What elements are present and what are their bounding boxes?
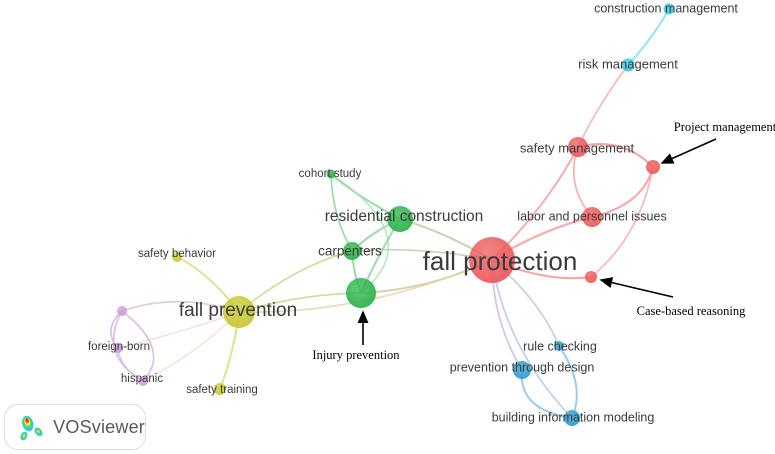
annotation-text-injury-prevention: Injury prevention — [312, 348, 400, 362]
vosviewer-logo-text: VOSviewer — [53, 416, 145, 437]
node-unlabeled-purple-node[interactable] — [117, 306, 127, 316]
label-risk-management: risk management — [578, 56, 678, 71]
node-residential-construction[interactable] — [387, 206, 413, 232]
vosviewer-logo-icon — [20, 415, 43, 441]
annotation-text-case-based-reasoning: Case-based reasoning — [637, 304, 746, 318]
label-hispanic: hispanic — [121, 373, 163, 385]
node-labor-and-personnel-issues[interactable] — [582, 207, 602, 227]
edge-33 — [121, 310, 155, 382]
node-prevention-through-design[interactable] — [513, 361, 531, 379]
label-rule-checking: rule checking — [523, 339, 597, 353]
node-case-based-reasoning-node[interactable] — [585, 271, 597, 283]
node-safety-behavior[interactable] — [172, 252, 182, 262]
label-residential-construction: residential construction — [325, 208, 484, 225]
node-injury-prevention-node[interactable] — [346, 278, 376, 308]
label-fall-prevention: fall prevention — [179, 300, 297, 321]
label-labor-and-personnel-issues: labor and personnel issues — [517, 209, 666, 223]
node-safety-training[interactable] — [214, 383, 226, 395]
vosviewer-logo: VOSviewer — [4, 404, 146, 450]
edge-4 — [572, 146, 593, 218]
node-building-information-modeling[interactable] — [564, 410, 580, 426]
node-foreign-born[interactable] — [113, 343, 123, 353]
label-building-information-modeling: building information modeling — [492, 410, 655, 424]
label-safety-behavior: safety behavior — [138, 248, 216, 260]
node-cohort-study[interactable] — [326, 169, 336, 179]
label-carpenters: carpenters — [318, 244, 382, 259]
node-project-management-node[interactable] — [646, 160, 660, 174]
node-safety-management[interactable] — [568, 137, 588, 157]
label-safety-management: safety management — [520, 140, 635, 155]
edge-0 — [627, 8, 670, 66]
edge-16 — [330, 173, 390, 294]
edge-30 — [142, 311, 240, 382]
node-rule-checking[interactable] — [554, 341, 564, 351]
edge-3 — [591, 166, 654, 218]
label-cohort-study: cohort study — [299, 168, 362, 180]
label-construction-management: construction management — [594, 1, 738, 15]
label-foreign-born: foreign-born — [88, 341, 150, 353]
node-fall-protection[interactable] — [469, 237, 515, 283]
label-prevention-through-design: prevention through design — [450, 360, 595, 374]
annotation-arrow-case-based-reasoning — [599, 277, 674, 298]
node-risk-management[interactable] — [621, 58, 635, 72]
node-construction-management[interactable] — [663, 3, 675, 15]
edge-1 — [577, 64, 629, 148]
node-carpenters[interactable] — [343, 242, 361, 260]
annotation-text-project-management: Project management — [674, 120, 775, 134]
node-hispanic[interactable] — [138, 376, 148, 386]
label-safety-training: safety training — [186, 384, 258, 396]
annotation-arrow-project-management — [660, 138, 717, 164]
label-fall-protection: fall protection — [423, 246, 578, 276]
node-fall-prevention[interactable] — [223, 296, 255, 328]
edge-8 — [590, 166, 654, 278]
